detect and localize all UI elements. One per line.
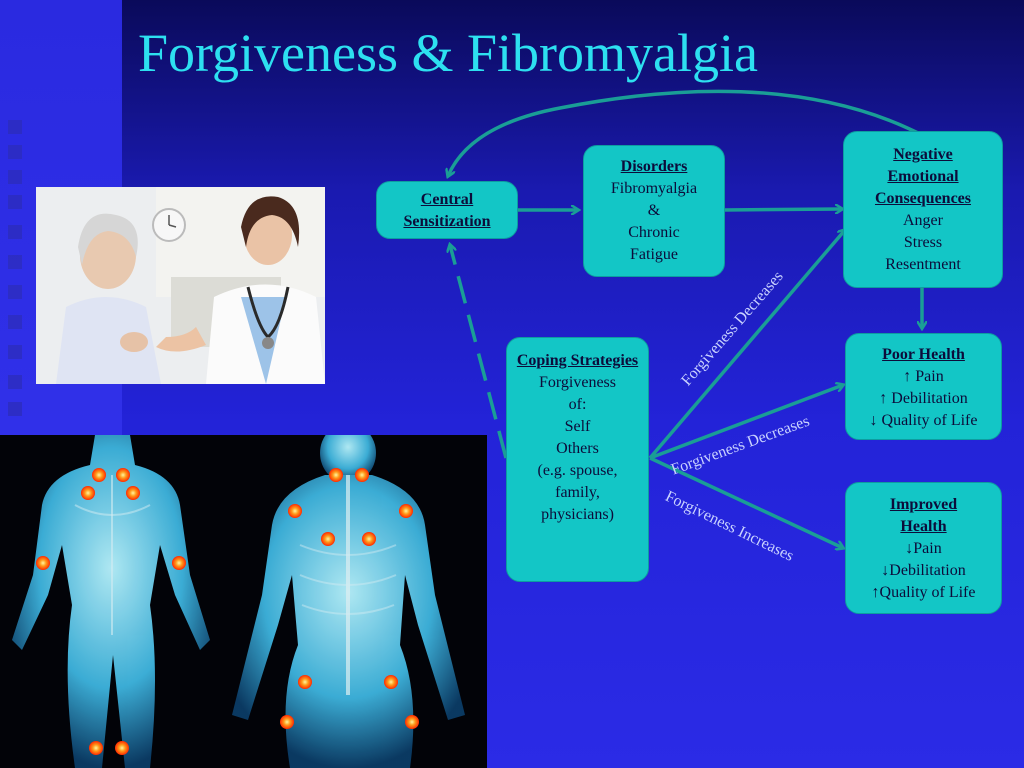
negative-consequences-line: Anger <box>903 212 943 229</box>
arrow-coping-to-poor <box>649 385 843 460</box>
box-improved-health: Improved Health ↓Pain ↓Debilitation ↑Qua… <box>845 482 1002 614</box>
box-poor-health: Poor Health ↑ Pain ↑ Debilitation ↓ Qual… <box>845 333 1002 440</box>
arrow-negative-to-central <box>448 89 919 176</box>
arrow-disorders-to-negative <box>723 209 842 210</box>
arrow-coping-to-central <box>450 245 508 459</box>
improved-health-line: ↓Debilitation <box>881 562 966 579</box>
coping-strategies-line: (e.g. spouse, <box>537 462 618 479</box>
box-disorders: Disorders Fibromyalgia & Chronic Fatigue <box>583 145 725 277</box>
coping-strategies-line: Self <box>564 418 591 435</box>
improved-health-heading: Improved Health <box>889 496 958 535</box>
disorders-line: & <box>647 202 661 219</box>
central-sensitization-heading: Central Sensitization <box>403 191 491 230</box>
arrow-coping-to-negative <box>648 230 845 460</box>
improved-health-line: ↑Quality of Life <box>871 584 976 601</box>
disorders-line: Fibromyalgia <box>610 180 698 197</box>
coping-strategies-line: of: <box>568 396 587 413</box>
poor-health-heading: Poor Health <box>882 346 965 363</box>
box-central-sensitization: Central Sensitization <box>376 181 518 239</box>
fibromyalgia-tender-points-image <box>0 435 487 768</box>
doctor-patient-photo <box>36 187 325 384</box>
arrow-coping-to-improved <box>649 456 843 548</box>
disorders-heading: Disorders <box>620 158 688 175</box>
box-coping-strategies: Coping Strategies Forgiveness of: Self O… <box>506 337 649 582</box>
slide-title: Forgiveness & Fibromyalgia <box>138 23 758 83</box>
coping-strategies-line: Others <box>556 440 599 457</box>
box-negative-emotional-consequences: Negative Emotional Consequences Anger St… <box>843 131 1003 288</box>
coping-strategies-line: family, <box>555 484 600 501</box>
poor-health-line: ↑ Pain <box>903 368 944 385</box>
negative-consequences-line: Resentment <box>885 256 961 273</box>
coping-strategies-line: physicians) <box>541 506 614 523</box>
poor-health-line: ↓ Quality of Life <box>869 412 978 429</box>
improved-health-line: ↓Pain <box>905 540 942 557</box>
coping-strategies-line: Forgiveness <box>538 374 617 391</box>
negative-consequences-heading: Negative Emotional Consequences <box>874 146 971 207</box>
coping-strategies-heading: Coping Strategies <box>516 352 639 369</box>
negative-consequences-line: Stress <box>903 234 943 251</box>
poor-health-line: ↑ Debilitation <box>879 390 968 407</box>
disorders-line: Fatigue <box>630 246 678 263</box>
disorders-line: Chronic <box>628 224 680 241</box>
